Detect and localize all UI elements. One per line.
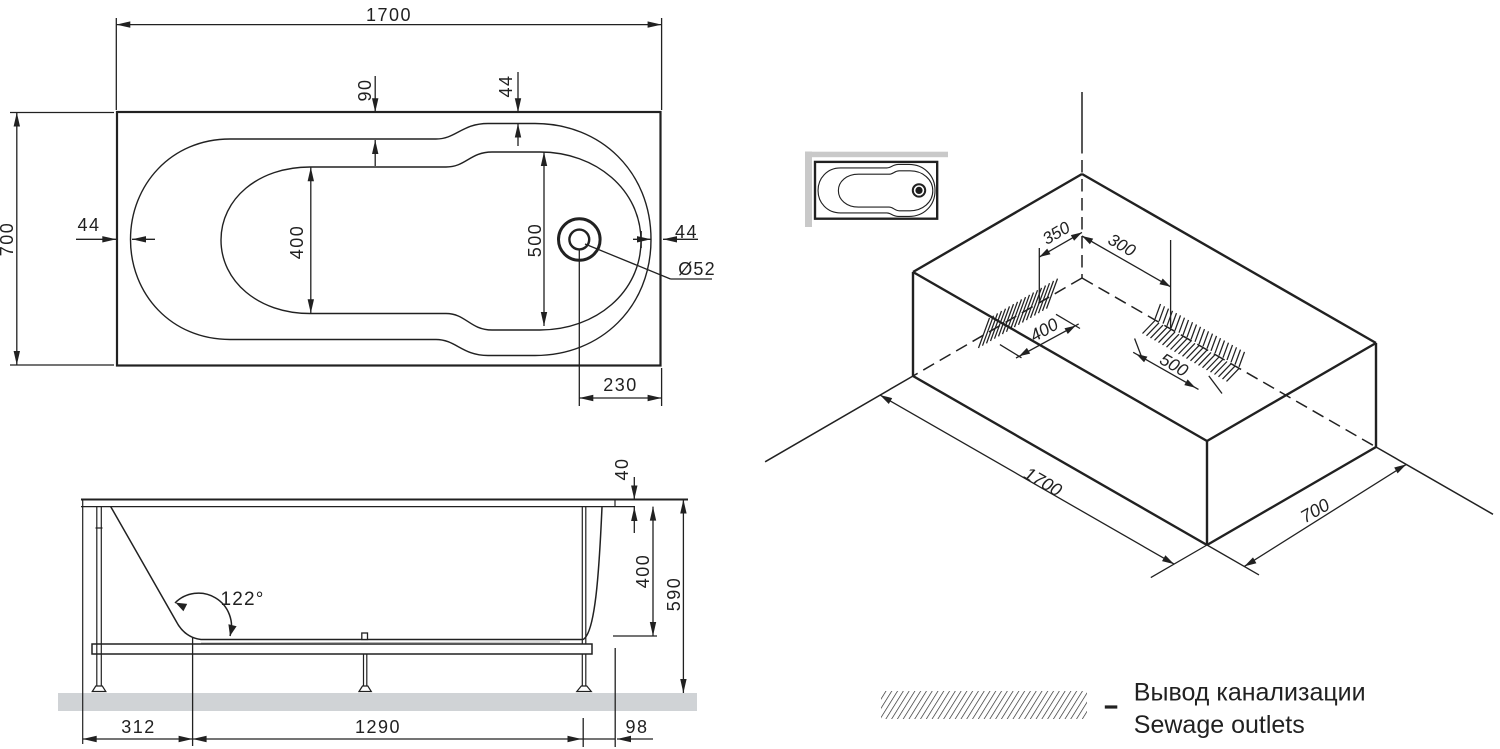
svg-text:Вывод канализации: Вывод канализации <box>1134 679 1366 707</box>
svg-text:700: 700 <box>0 222 17 257</box>
svg-text:312: 312 <box>121 717 156 737</box>
svg-text:40: 40 <box>612 457 632 480</box>
svg-text:90: 90 <box>355 78 375 101</box>
svg-text:230: 230 <box>603 375 638 395</box>
svg-text:Sewage outlets: Sewage outlets <box>1134 711 1305 739</box>
svg-text:590: 590 <box>664 577 684 612</box>
svg-text:Ø52: Ø52 <box>678 259 716 279</box>
svg-text:400: 400 <box>287 225 307 260</box>
svg-text:98: 98 <box>625 717 648 737</box>
svg-text:400: 400 <box>633 554 653 589</box>
svg-text:44: 44 <box>496 74 516 97</box>
svg-text:1290: 1290 <box>355 717 401 737</box>
svg-text:44: 44 <box>77 215 100 235</box>
svg-text:1700: 1700 <box>366 5 412 25</box>
svg-text:122°: 122° <box>220 589 264 610</box>
svg-text:44: 44 <box>675 222 698 242</box>
svg-text:500: 500 <box>525 223 545 258</box>
